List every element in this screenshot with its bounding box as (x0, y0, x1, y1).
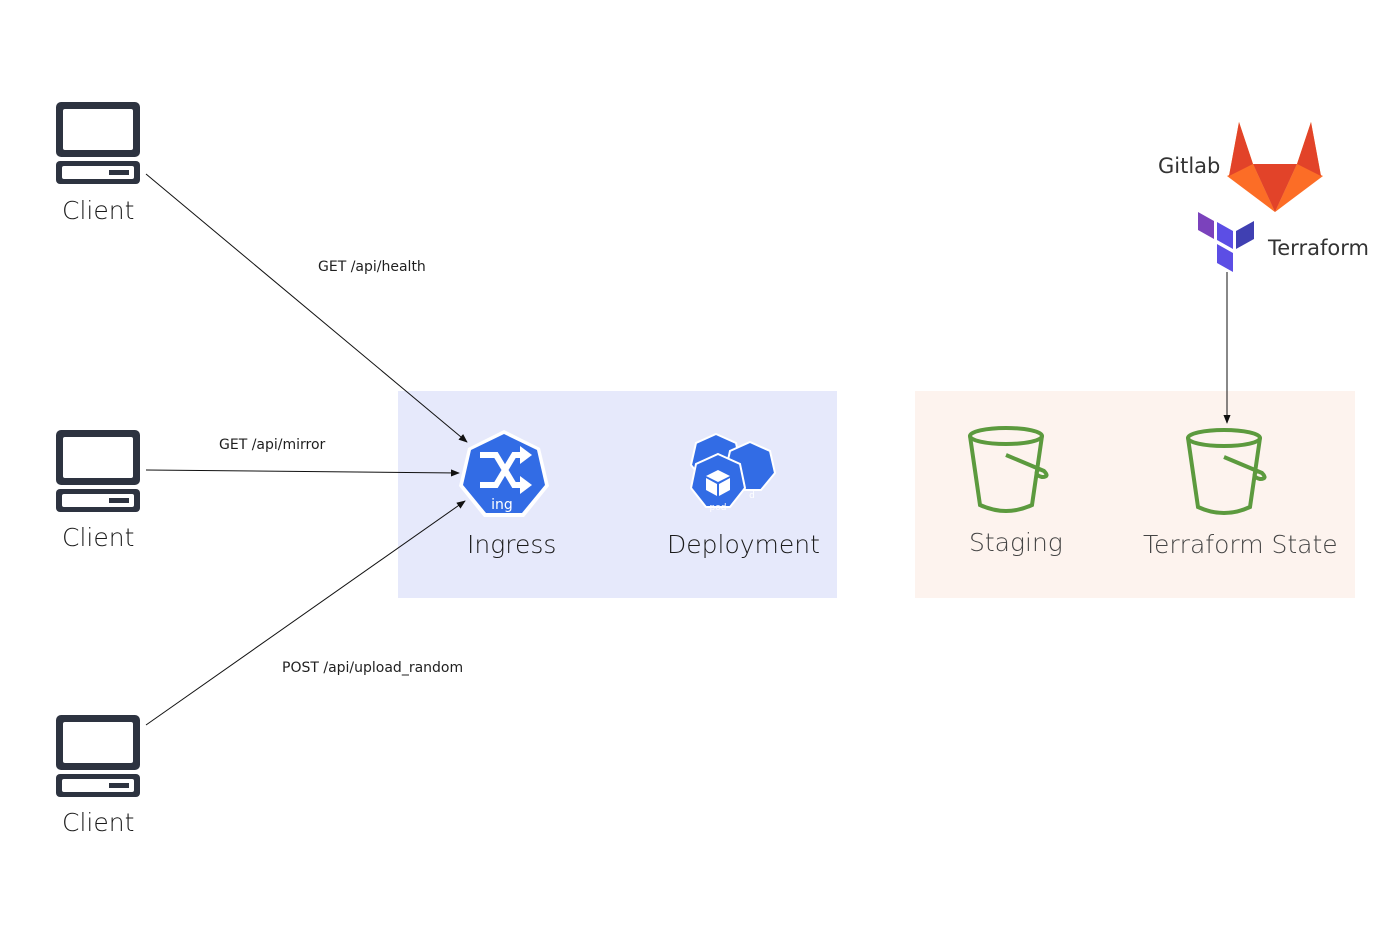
ingress-icon: ing (459, 430, 549, 517)
bucket-icon (968, 426, 1049, 513)
storage-group (915, 391, 1355, 598)
edge-label-health: GET /api/health (318, 259, 426, 275)
gitlab-icon (1227, 122, 1323, 212)
svg-text:d: d (749, 491, 755, 501)
deployment-label: Deployment (667, 530, 820, 559)
staging-label: Staging (969, 528, 1063, 557)
terraform-icon (1198, 212, 1254, 272)
gitlab-label: Gitlab (1158, 154, 1221, 178)
deployment-icon: d pod (689, 432, 777, 513)
computer-icon (56, 715, 140, 797)
client-label: Client (62, 523, 135, 552)
ingress-badge: ing (491, 497, 513, 513)
bucket-icon (1186, 428, 1267, 515)
pod-badge: pod (710, 503, 727, 513)
client-label: Client (62, 196, 135, 225)
computer-icon (56, 102, 140, 184)
computer-icon (56, 430, 140, 512)
terraform-state-label: Terraform State (1143, 530, 1338, 559)
edge-label-mirror: GET /api/mirror (219, 437, 326, 453)
client-label: Client (62, 808, 135, 837)
edge-label-upload: POST /api/upload_random (282, 660, 464, 676)
terraform-label: Terraform (1268, 236, 1369, 260)
ingress-label: Ingress (467, 530, 557, 559)
